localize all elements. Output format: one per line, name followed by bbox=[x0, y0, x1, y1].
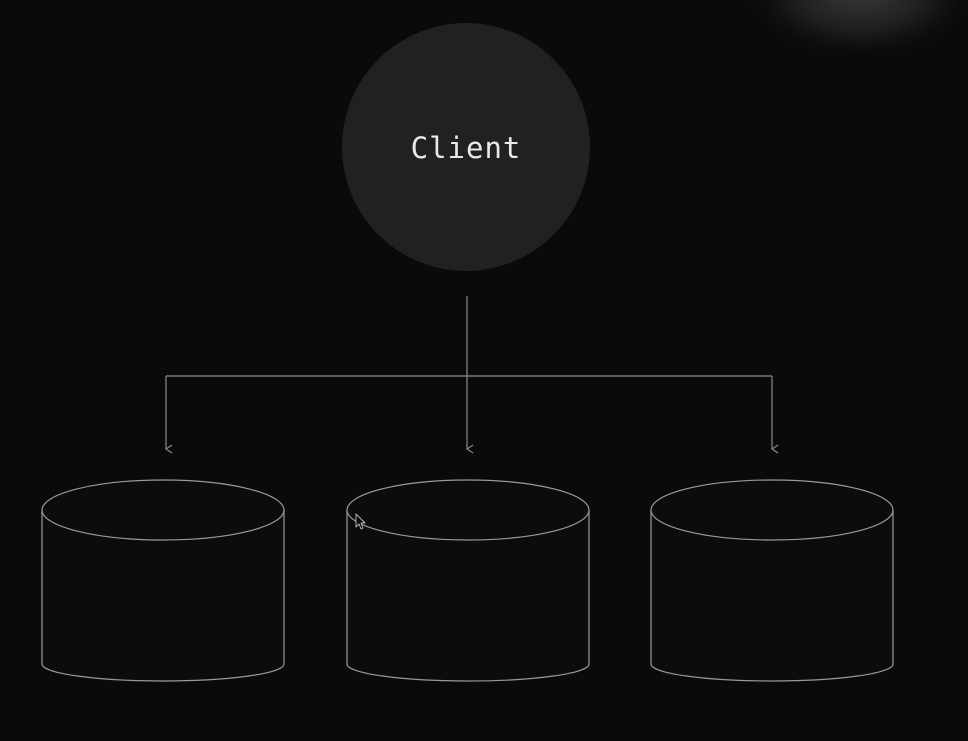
client-circle[interactable] bbox=[342, 23, 590, 271]
client-node[interactable]: Client bbox=[342, 23, 590, 271]
database-3[interactable] bbox=[650, 479, 894, 682]
client-label: Client bbox=[411, 131, 522, 165]
database-2[interactable] bbox=[346, 479, 590, 682]
mouse-pointer-icon bbox=[355, 513, 366, 530]
corner-blur-shape bbox=[741, 0, 968, 62]
database-1[interactable] bbox=[41, 479, 285, 682]
connector-lines bbox=[166, 296, 772, 449]
